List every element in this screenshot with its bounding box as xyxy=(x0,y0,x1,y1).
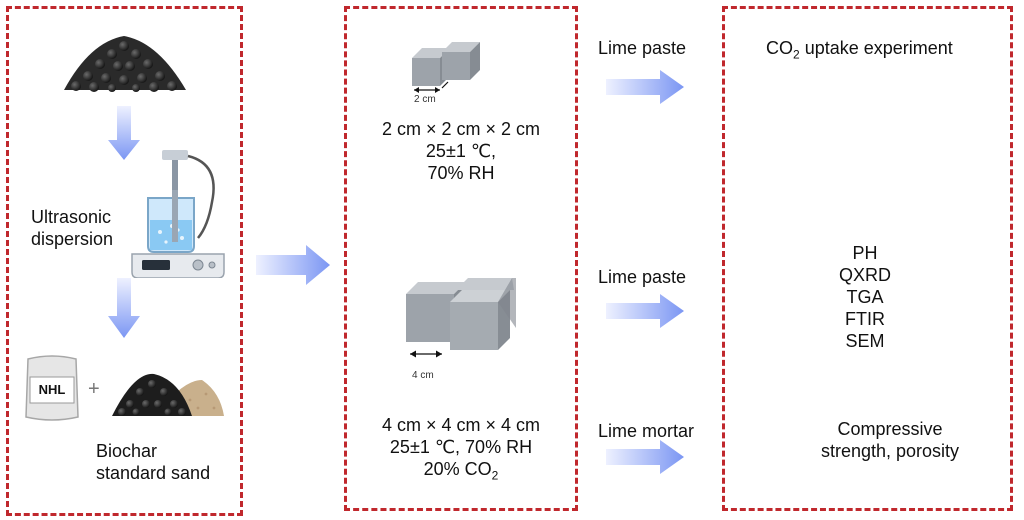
test-ph: PH xyxy=(852,243,878,263)
right-arrow-icon xyxy=(256,245,330,285)
materials-label: Biochar standard sand xyxy=(96,440,210,484)
mech-line-2: strength, porosity xyxy=(820,441,960,461)
test-qxrd: QXRD xyxy=(838,265,891,285)
small-spec-rh: 70% RH xyxy=(427,163,495,183)
biochar-pile-icon xyxy=(64,36,186,92)
standard-sand-text: standard sand xyxy=(96,463,211,483)
nhl-bag-icon: NHL xyxy=(24,353,80,423)
preparation-panel xyxy=(6,6,243,516)
curing-panel xyxy=(344,6,578,511)
large-cubes-icon xyxy=(406,278,516,350)
right-arrow-icon xyxy=(606,70,684,104)
small-dimension-label: 2 cm xyxy=(414,94,436,105)
right-arrow-icon xyxy=(606,294,684,328)
ultrasonic-line-1: Ultrasonic xyxy=(31,207,112,227)
large-spec-block: 4 cm × 4 cm × 4 cm 25±1 ℃, 70% RH 20% CO… xyxy=(344,414,578,483)
link-row2-label: Lime paste xyxy=(598,267,687,287)
large-dimension-arrow-icon xyxy=(410,350,442,358)
down-arrow-icon xyxy=(108,278,140,338)
co2-sub: 2 xyxy=(491,468,499,483)
link-row3-label: Lime mortar xyxy=(598,421,695,441)
co2-prefix: 20% CO xyxy=(423,459,492,479)
small-spec-block: 2 cm × 2 cm × 2 cm 25±1 ℃, 70% RH xyxy=(344,118,578,184)
mech-line-1: Compressive xyxy=(837,419,943,439)
large-dimension-label: 4 cm xyxy=(412,370,434,381)
large-spec-size: 4 cm × 4 cm × 4 cm xyxy=(381,415,541,435)
ultrasonic-device-icon xyxy=(131,150,225,278)
ultrasonic-line-2: dispersion xyxy=(31,229,114,249)
uptake-suffix: uptake experiment xyxy=(799,38,953,58)
large-spec-temp-rh: 25±1 ℃, 70% RH xyxy=(389,437,533,457)
tests-list: PH QXRD TGA FTIR SEM xyxy=(800,242,930,352)
ultrasonic-label: Ultrasonic dispersion xyxy=(31,206,113,250)
testing-panel xyxy=(722,6,1013,511)
small-cubes-icon xyxy=(412,42,480,93)
test-tga: TGA xyxy=(846,287,884,307)
mech-tests: Compressive strength, porosity xyxy=(780,418,1000,462)
uptake-prefix: CO xyxy=(766,38,793,58)
plus-sign: + xyxy=(88,378,100,400)
down-arrow-icon xyxy=(108,106,140,160)
right-arrow-icon xyxy=(606,440,684,474)
biochar-text: Biochar xyxy=(96,441,158,461)
test-sem: SEM xyxy=(845,331,885,351)
uptake-title: CO2 uptake experiment xyxy=(766,37,953,62)
uptake-sub: 2 xyxy=(793,47,800,62)
nhl-label: NHL xyxy=(38,382,66,397)
small-spec-temp: 25±1 ℃, xyxy=(425,141,497,161)
link-row1-label: Lime paste xyxy=(598,38,687,58)
biochar-sand-icon xyxy=(112,373,224,416)
test-ftir: FTIR xyxy=(845,309,885,329)
large-spec-co2: 20% CO2 xyxy=(344,458,578,483)
small-spec-size: 2 cm × 2 cm × 2 cm xyxy=(381,119,541,139)
